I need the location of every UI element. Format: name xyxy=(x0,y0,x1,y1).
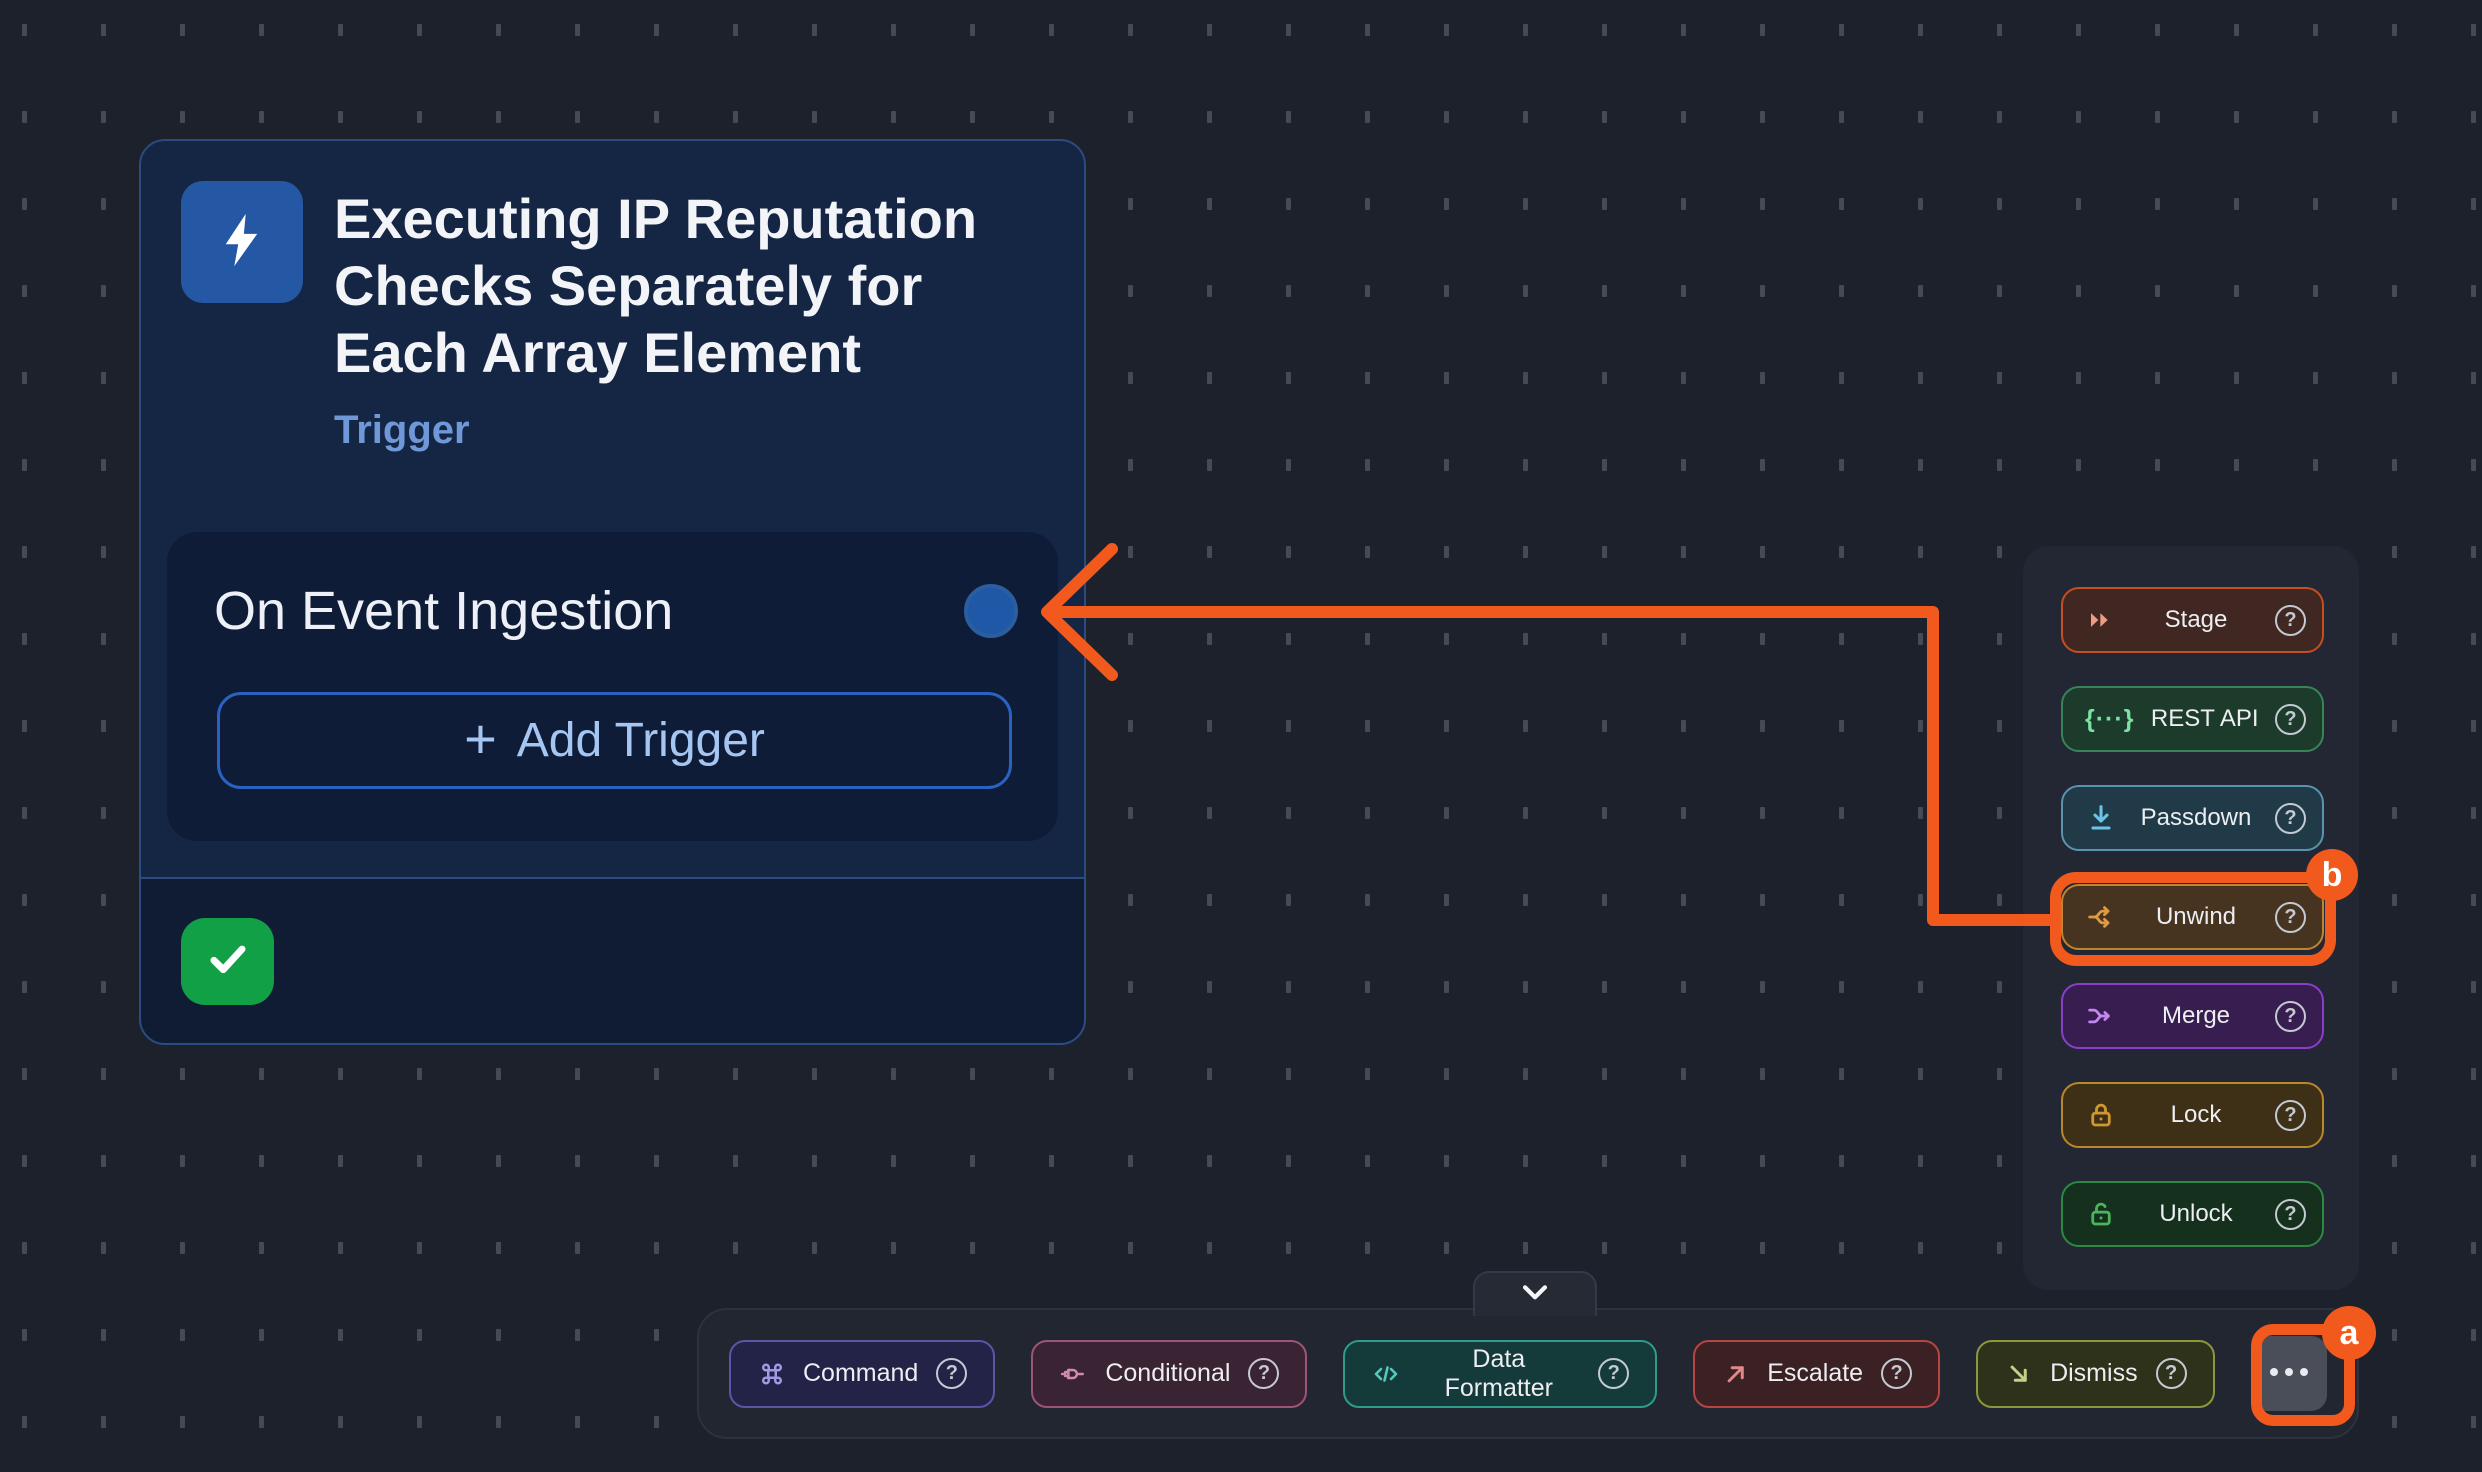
add-trigger-button[interactable]: + Add Trigger xyxy=(217,692,1012,789)
help-icon[interactable]: ? xyxy=(1881,1358,1913,1389)
action-item-label: Passdown xyxy=(2140,804,2252,831)
connection-port-dot[interactable] xyxy=(964,584,1018,638)
merge-icon xyxy=(2085,1000,2117,1032)
toolbar-item-command[interactable]: Command ? xyxy=(729,1339,996,1408)
action-item-unwind[interactable]: Unwind ? xyxy=(2061,884,2324,950)
toolbar-item-label: Dismiss xyxy=(2050,1359,2138,1387)
trigger-card-header: Executing IP Reputation Checks Separatel… xyxy=(141,141,1084,453)
help-icon[interactable]: ? xyxy=(2275,802,2306,834)
action-item-unlock[interactable]: Unlock ? xyxy=(2061,1181,2324,1247)
action-toolbar: Command ? Conditional ? Data Formatter ?… xyxy=(697,1308,2359,1439)
toolbar-collapse-tab[interactable] xyxy=(1473,1271,1597,1316)
toolbar-item-label: Data Formatter xyxy=(1444,1344,1553,1402)
chevron-down-icon xyxy=(1518,1281,1552,1308)
action-item-label: Unlock xyxy=(2159,1200,2233,1227)
action-item-label: REST API xyxy=(2150,705,2259,732)
node-title: Executing IP Reputation Checks Separatel… xyxy=(334,187,978,384)
arrow-down-right-icon xyxy=(2004,1359,2034,1389)
help-icon[interactable]: ? xyxy=(2275,1000,2306,1032)
action-item-label: Merge xyxy=(2161,1002,2231,1029)
help-icon[interactable]: ? xyxy=(2275,1099,2306,1131)
help-icon[interactable]: ? xyxy=(2275,901,2306,933)
node-type-label: Trigger xyxy=(334,408,470,452)
action-item-label: Lock xyxy=(2170,1101,2222,1128)
help-icon[interactable]: ? xyxy=(2155,1358,2187,1389)
action-item-rest-api[interactable]: {···} REST API ? xyxy=(2061,686,2324,752)
action-item-label: Unwind xyxy=(2155,903,2237,930)
event-label: On Event Ingestion xyxy=(214,581,674,641)
download-icon xyxy=(2085,802,2117,834)
action-item-lock[interactable]: Lock ? xyxy=(2061,1082,2324,1148)
plug-icon xyxy=(1059,1359,1089,1389)
help-icon[interactable]: ? xyxy=(2275,703,2306,735)
command-icon xyxy=(757,1359,787,1389)
help-icon[interactable]: ? xyxy=(2275,604,2306,636)
help-icon[interactable]: ? xyxy=(1248,1358,1280,1389)
split-icon xyxy=(2085,901,2117,933)
action-suggestion-panel: Stage ? {···} REST API ? Passdown ? Unwi… xyxy=(2023,546,2359,1290)
check-icon xyxy=(202,933,254,990)
action-item-stage[interactable]: Stage ? xyxy=(2061,587,2324,653)
ellipsis-icon xyxy=(2267,1365,2311,1382)
rest-api-icon: {···} xyxy=(2085,704,2135,733)
toolbar-item-conditional[interactable]: Conditional ? xyxy=(1031,1339,1308,1408)
toolbar-item-escalate[interactable]: Escalate ? xyxy=(1693,1339,1941,1408)
status-badge xyxy=(181,918,274,1005)
code-icon xyxy=(1371,1359,1401,1389)
toolbar-item-label: Conditional xyxy=(1105,1359,1231,1387)
toolbar-item-data-formatter[interactable]: Data Formatter ? xyxy=(1343,1339,1658,1408)
toolbar-item-label: Escalate xyxy=(1767,1359,1864,1387)
stage-icon xyxy=(2085,604,2117,636)
help-icon[interactable]: ? xyxy=(936,1358,968,1389)
help-icon[interactable]: ? xyxy=(2275,1198,2306,1230)
toolbar-item-dismiss[interactable]: Dismiss ? xyxy=(1976,1339,2215,1408)
add-trigger-label: Add Trigger xyxy=(516,714,765,767)
lock-icon xyxy=(2085,1099,2117,1131)
action-item-passdown[interactable]: Passdown ? xyxy=(2061,785,2324,851)
trigger-card-footer xyxy=(139,877,1086,1045)
trigger-card-titles: Executing IP Reputation Checks Separatel… xyxy=(334,181,1014,453)
help-icon[interactable]: ? xyxy=(1598,1358,1630,1389)
event-row: On Event Ingestion xyxy=(167,532,1058,642)
more-actions-button[interactable] xyxy=(2250,1336,2327,1411)
unlock-icon xyxy=(2085,1198,2117,1230)
plus-icon: + xyxy=(464,706,497,770)
trigger-event-panel: On Event Ingestion + Add Trigger xyxy=(167,532,1058,841)
arrow-up-right-icon xyxy=(1721,1359,1751,1389)
trigger-icon-tile xyxy=(181,181,303,303)
trigger-node-card[interactable]: Executing IP Reputation Checks Separatel… xyxy=(139,139,1086,1045)
lightning-bolt-icon xyxy=(210,208,274,277)
toolbar-item-label: Command xyxy=(803,1359,919,1387)
action-item-merge[interactable]: Merge ? xyxy=(2061,983,2324,1049)
action-item-label: Stage xyxy=(2164,606,2228,633)
